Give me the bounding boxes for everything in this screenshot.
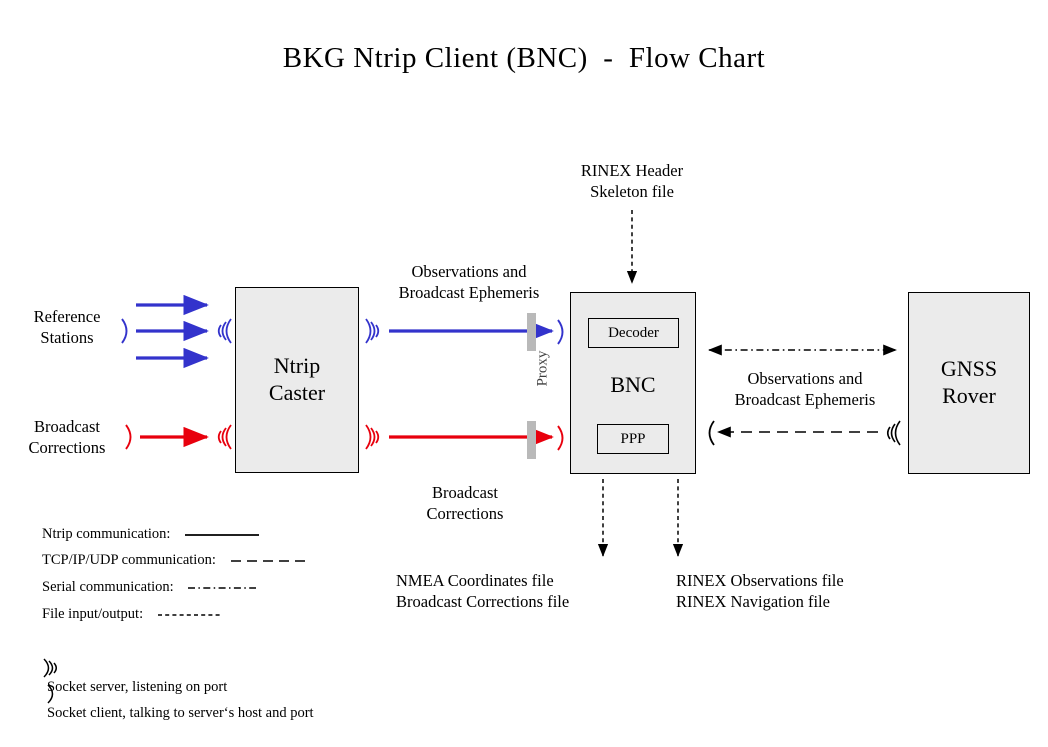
proxy-bar-top bbox=[527, 313, 536, 351]
node-decoder-label: Decoder bbox=[608, 324, 659, 341]
legend-row-file-io: File input/output: bbox=[42, 606, 234, 623]
label-output-files-right: RINEX Observations file RINEX Navigation… bbox=[676, 571, 844, 612]
legend-row-ntrip: Ntrip communication: bbox=[42, 526, 261, 543]
arrow-reference-stations bbox=[136, 294, 209, 369]
legend-label-tcpip: TCP/IP/UDP communication: bbox=[42, 552, 216, 568]
legend-label-file-io: File input/output: bbox=[42, 606, 144, 622]
socket-client-icon bbox=[125, 424, 132, 450]
socket-client-icon bbox=[557, 319, 564, 345]
label-broadcast-corrections-left: Broadcast Corrections bbox=[28, 417, 106, 458]
label-observations-ephemeris-top: Observations and Broadcast Ephemeris bbox=[398, 262, 540, 303]
node-gnss-rover[interactable]: GNSS Rover bbox=[908, 292, 1030, 474]
legend-row-socket-client: Socket client, talking to server‘s host … bbox=[40, 683, 314, 722]
label-broadcast-corrections-bottom: Broadcast Corrections bbox=[426, 483, 504, 524]
legend-swatch-short-dash bbox=[157, 613, 222, 616]
label-rinex-header-skeleton: RINEX Header Skeleton file bbox=[580, 161, 684, 202]
proxy-bar-bottom bbox=[527, 421, 536, 459]
node-ntrip-caster[interactable]: Ntrip Caster bbox=[235, 287, 359, 473]
legend-label-serial: Serial communication: bbox=[42, 579, 174, 595]
socket-server-icon bbox=[217, 318, 232, 344]
socket-server-icon bbox=[365, 424, 380, 450]
legend-row-tcpip: TCP/IP/UDP communication: bbox=[42, 552, 307, 569]
node-ntrip-caster-label: Ntrip Caster bbox=[268, 353, 326, 405]
socket-server-icon bbox=[886, 420, 901, 446]
legend-swatch-dash-dot bbox=[188, 586, 257, 589]
socket-client-icon bbox=[708, 420, 715, 446]
legend-row-serial: Serial communication: bbox=[42, 579, 264, 596]
proxy-label: Proxy bbox=[534, 350, 551, 387]
socket-client-icon bbox=[121, 318, 128, 344]
label-observations-ephemeris-right: Observations and Broadcast Ephemeris bbox=[734, 369, 876, 410]
label-reference-stations: Reference Stations bbox=[33, 307, 101, 348]
socket-client-icon bbox=[557, 425, 564, 451]
node-ppp-label: PPP bbox=[620, 430, 646, 447]
legend-swatch-solid bbox=[185, 533, 260, 536]
legend-row-socket-server: Socket server, listening on port bbox=[40, 657, 227, 696]
node-gnss-rover-label: GNSS Rover bbox=[940, 356, 998, 408]
socket-server-icon bbox=[217, 424, 232, 450]
socket-client-icon bbox=[47, 684, 54, 704]
socket-server-icon bbox=[365, 318, 380, 344]
legend-label-ntrip: Ntrip communication: bbox=[42, 526, 171, 542]
legend-swatch-long-dash bbox=[230, 559, 305, 562]
node-bnc-label: BNC bbox=[610, 372, 656, 397]
legend-label-socket-client: Socket client, talking to server‘s host … bbox=[47, 705, 314, 722]
page-title: BKG Ntrip Client (BNC) - Flow Chart bbox=[282, 42, 766, 74]
legend-label-socket-server: Socket server, listening on port bbox=[47, 679, 228, 696]
label-output-files-left: NMEA Coordinates file Broadcast Correcti… bbox=[396, 571, 570, 612]
node-decoder[interactable]: Decoder bbox=[588, 318, 679, 348]
socket-server-icon bbox=[43, 658, 57, 678]
node-ppp[interactable]: PPP bbox=[597, 424, 669, 454]
